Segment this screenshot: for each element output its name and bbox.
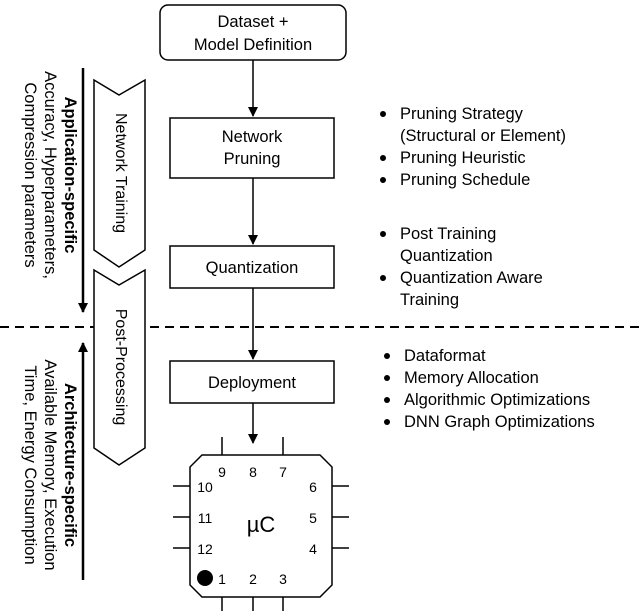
deployment-box (169, 360, 335, 404)
bullet-pruning-strategy: Pruning Strategy (Structural or Element) (376, 103, 566, 147)
bullet-text: Pruning Schedule (400, 171, 531, 189)
network-training-chevron (93, 78, 146, 268)
pruning-bullets: Pruning Strategy(Structural or Element) … (376, 103, 566, 191)
bullet-algorithmic-optimizations: Algorithmic Optimizations (380, 389, 595, 411)
bullet-text: Algorithmic Optimizations (404, 391, 591, 409)
pin-6: 6 (309, 479, 317, 495)
network-pruning-box (169, 117, 335, 179)
architecture-text-line1: Available Memory, Execution (41, 359, 59, 570)
quantization-box (169, 245, 335, 289)
architecture-title: Architecture-specific (61, 383, 79, 547)
pin1-marker-dot (197, 570, 213, 586)
network-pruning-line2: Pruning (224, 150, 281, 168)
bullet-text: Training (400, 291, 459, 309)
post-processing-label: Post-Processing (112, 309, 129, 426)
pin-4: 4 (309, 541, 317, 557)
microcontroller-chip (173, 437, 349, 611)
pin-12: 12 (197, 541, 213, 557)
bullet-text: Quantization Aware (400, 269, 543, 287)
bullet-text: Pruning Strategy (400, 105, 523, 123)
pin-8: 8 (249, 464, 257, 480)
pin-7: 7 (279, 464, 287, 480)
bullet-text: Quantization (400, 247, 493, 265)
bullet-text: Dataformat (404, 347, 486, 365)
pin-1: 1 (218, 571, 226, 587)
pin-3: 3 (279, 571, 287, 587)
application-title: Application-specific (61, 97, 79, 254)
bullet-pruning-schedule: Pruning Schedule (376, 169, 566, 191)
pin-5: 5 (309, 510, 317, 526)
post-processing-chevron (93, 268, 146, 466)
deployment-bullets: Dataformat Memory Allocation Algorithmic… (380, 345, 595, 433)
bullet-text: Post Training (400, 225, 497, 243)
bullet-text: Memory Allocation (404, 369, 539, 387)
application-text-line2: Compression parameters (21, 82, 39, 267)
bullet-memory-allocation: Memory Allocation (380, 367, 595, 389)
bullet-text: DNN Graph Optimizations (404, 413, 595, 431)
bullet-dataformat: Dataformat (380, 345, 595, 367)
pin-11: 11 (198, 510, 213, 526)
application-text-line1: Accuracy, Hyperparameters, (41, 71, 59, 279)
pin-10: 10 (197, 479, 213, 495)
bullet-pruning-heuristic: Pruning Heuristic (376, 147, 566, 169)
bullet-dnn-graph-optimizations: DNN Graph Optimizations (380, 411, 595, 433)
chip-label: µC (247, 512, 276, 537)
dataset-label-line2: Model Definition (194, 36, 312, 54)
network-pruning-line1: Network (222, 128, 283, 146)
network-training-label: Network Training (112, 113, 129, 233)
architecture-text-line2: Time, Energy Consumption (21, 365, 39, 564)
bullet-text: Pruning Heuristic (400, 149, 526, 167)
pin-2: 2 (249, 571, 257, 587)
quantization-label: Quantization (206, 259, 299, 277)
bullet-text: (Structural or Element) (400, 127, 566, 145)
deployment-label: Deployment (208, 374, 296, 392)
dataset-label-line1: Dataset + (217, 13, 288, 31)
pin-9: 9 (218, 464, 226, 480)
